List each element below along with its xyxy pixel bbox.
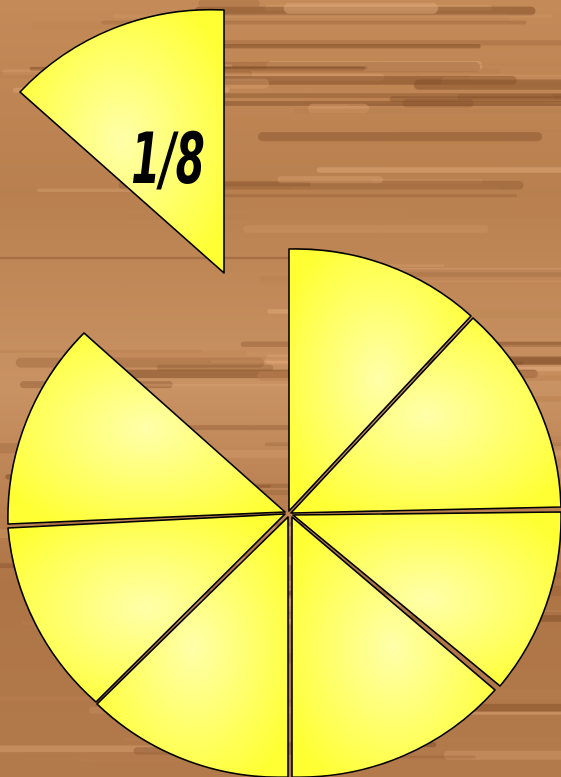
wood-grain-streak bbox=[243, 225, 488, 233]
wood-grain-streak bbox=[97, 350, 247, 356]
wood-grain-streak bbox=[398, 130, 561, 132]
wood-grain-streak bbox=[317, 167, 561, 173]
wood-grain-streak bbox=[25, 757, 91, 761]
wood-grain-streak bbox=[218, 44, 480, 48]
wood-grain-streak bbox=[278, 176, 383, 183]
wood-grain-streak bbox=[198, 0, 259, 6]
wood-grain-streak bbox=[294, 109, 561, 114]
wood-grain-streak bbox=[419, 738, 561, 743]
wood-grain-streak bbox=[223, 101, 561, 106]
wood-grain-streak bbox=[258, 132, 542, 141]
wood-grain-streak bbox=[444, 751, 561, 760]
wood-grain-streak bbox=[284, 3, 438, 14]
wood-grain-streak bbox=[0, 257, 333, 259]
wood-grain-streak bbox=[414, 80, 561, 90]
wood-grain-streak bbox=[406, 210, 561, 219]
wood-grain-streak bbox=[208, 194, 517, 197]
wood-grain-streak bbox=[239, 64, 561, 66]
wood-grain-streak bbox=[0, 696, 91, 700]
wood-grain-streak bbox=[290, 187, 501, 196]
fraction-label: 1/8 bbox=[131, 118, 205, 200]
wood-grain-streak bbox=[184, 93, 561, 98]
